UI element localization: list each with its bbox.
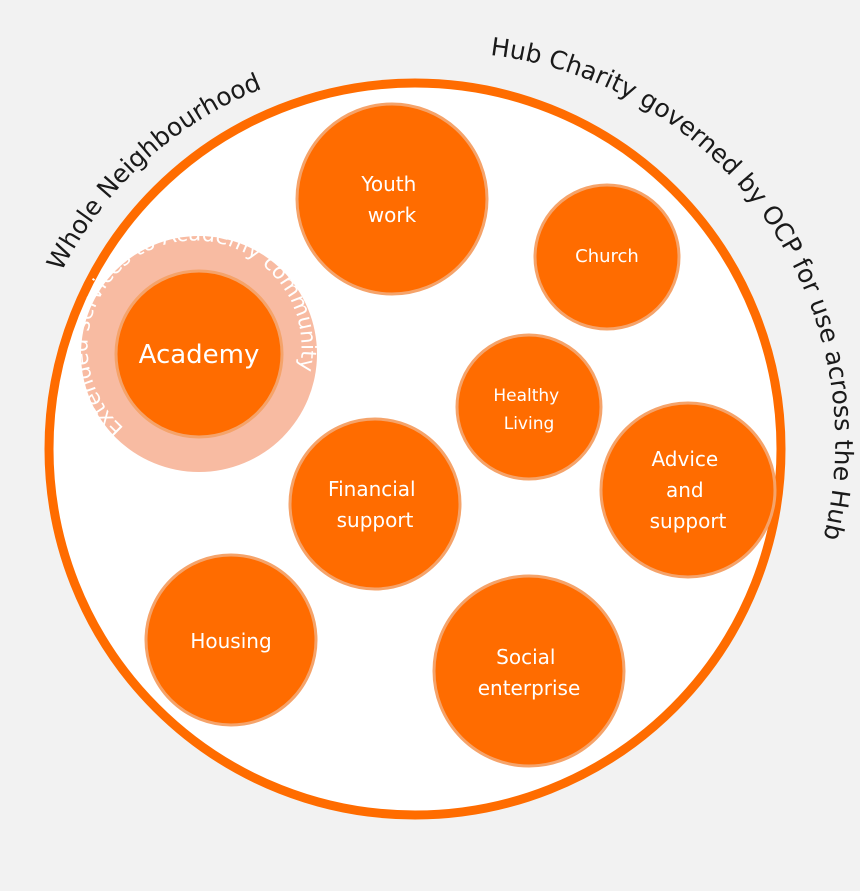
node-church-circle bbox=[533, 183, 681, 331]
node-social-enterprise-circle bbox=[432, 574, 626, 768]
node-advice-support-line-1: Advice bbox=[651, 447, 718, 471]
node-housing-circle bbox=[144, 553, 318, 727]
node-housing-label: Housing bbox=[190, 629, 271, 653]
node-advice-support-line-3: support bbox=[650, 509, 727, 533]
node-social-enterprise-line-2: enterprise bbox=[478, 676, 581, 700]
node-housing-line-1: Housing bbox=[190, 629, 271, 653]
node-financial-support-circle bbox=[288, 417, 462, 591]
node-church: Church bbox=[533, 183, 681, 331]
node-healthy-living: Healthy Living bbox=[455, 333, 603, 481]
node-academy-line-1: Academy bbox=[139, 340, 260, 370]
node-healthy-living-label: Healthy Living bbox=[493, 386, 564, 434]
node-academy-label: Academy bbox=[139, 340, 260, 370]
node-academy: Academy bbox=[114, 269, 284, 439]
node-youth-work-line-1: Youth bbox=[360, 172, 416, 196]
node-social-enterprise-line-1: Social bbox=[496, 645, 555, 669]
node-healthy-living-circle bbox=[455, 333, 603, 481]
node-advice-support-line-2: and bbox=[666, 478, 704, 502]
node-financial-support-line-1: Financial bbox=[328, 477, 416, 501]
node-financial-support-label: Financial support bbox=[328, 477, 422, 532]
node-youth-work-line-2: work bbox=[368, 203, 417, 227]
node-financial-support: Financial support bbox=[288, 417, 462, 591]
node-youth-work-label: Youth work bbox=[360, 172, 422, 227]
node-advice-support-label: Advice and support bbox=[650, 447, 727, 533]
node-social-enterprise-label: Social enterprise bbox=[478, 645, 581, 700]
node-youth-work-circle bbox=[295, 102, 489, 296]
node-advice-support-circle bbox=[599, 401, 777, 579]
node-youth-work: Youth work bbox=[295, 102, 489, 296]
node-healthy-living-line-1: Healthy bbox=[493, 386, 559, 406]
node-church-line-1: Church bbox=[575, 246, 639, 267]
node-advice-support: Advice and support bbox=[599, 401, 777, 579]
node-healthy-living-line-2: Living bbox=[504, 414, 555, 434]
node-financial-support-line-2: support bbox=[337, 508, 414, 532]
node-housing: Housing bbox=[144, 553, 318, 727]
node-social-enterprise: Social enterprise bbox=[432, 574, 626, 768]
node-academy-circle bbox=[114, 269, 284, 439]
node-church-label: Church bbox=[575, 246, 639, 267]
